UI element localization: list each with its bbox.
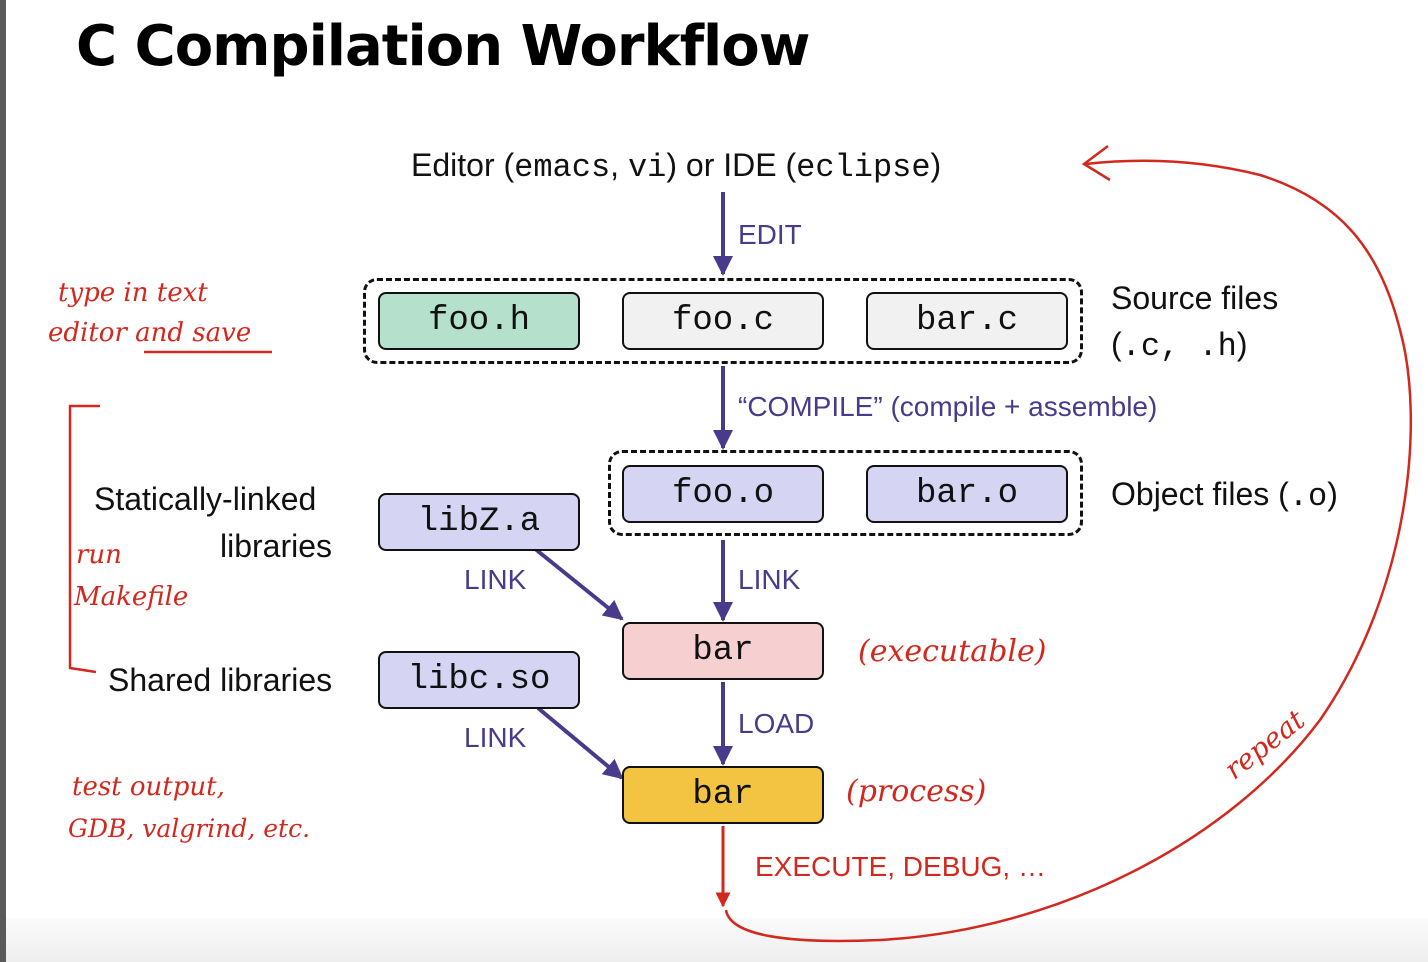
object-files-group: [608, 450, 1083, 536]
source-file-bar-c[interactable]: bar.c: [866, 292, 1068, 350]
link-object-label: LINK: [738, 564, 801, 595]
executable-bar-box[interactable]: bar: [622, 622, 824, 680]
static-library-libz-a[interactable]: libZ.a: [378, 493, 580, 551]
static-libraries-label-2: libraries: [220, 528, 333, 564]
shared-libraries-label: Shared libraries: [108, 662, 333, 698]
annotation-process: (process): [846, 774, 987, 809]
object-file-bar-o[interactable]: bar.o: [866, 465, 1068, 523]
source-files-ext-label: (.c, .h): [1111, 326, 1248, 365]
static-libraries-label-1: Statically-linked: [94, 481, 317, 517]
process-bar-box[interactable]: bar: [622, 766, 824, 824]
bracket-line: [68, 404, 100, 674]
load-label: LOAD: [738, 708, 815, 739]
edit-label: EDIT: [738, 219, 802, 250]
slide-title: C Compilation Workflow: [76, 14, 810, 79]
shared-library-libc-so[interactable]: libc.so: [378, 651, 580, 709]
slide-bottom-strip: [6, 918, 1428, 962]
compile-label: “COMPILE” (compile + assemble): [738, 391, 1158, 422]
execute-label: EXECUTE, DEBUG, …: [755, 851, 1046, 882]
source-file-foo-c[interactable]: foo.c: [622, 292, 824, 350]
vi-text: vi: [627, 149, 667, 186]
editor-label: Editor (emacs, vi) or IDE (eclipse): [411, 147, 942, 186]
eclipse-text: eclipse: [796, 149, 931, 186]
link-shared-arrow: [536, 706, 624, 780]
annotation-makefile: Makefile: [74, 582, 189, 612]
source-file-foo-h[interactable]: foo.h: [378, 292, 580, 350]
repeat-arrowhead: [1081, 145, 1111, 182]
source-files-group: [363, 278, 1083, 364]
annotation-run: run: [76, 540, 122, 570]
annotation-gdb: GDB, valgrind, etc.: [68, 814, 311, 843]
annotation-type-in: type in text: [58, 278, 208, 308]
repeat-loop-arrow: [724, 159, 1413, 943]
object-file-foo-o[interactable]: foo.o: [622, 465, 824, 523]
annotation-executable: (executable): [858, 634, 1047, 669]
annotation-test-output: test output,: [72, 772, 225, 802]
link-static-arrow: [532, 546, 624, 621]
link-static-label: LINK: [464, 564, 527, 595]
emacs-text: emacs: [514, 149, 611, 186]
source-files-label: Source files: [1111, 280, 1279, 316]
window-left-edge: [0, 0, 6, 962]
annotation-editor-save: editor and save: [48, 318, 252, 348]
object-files-label: Object files (.o): [1111, 476, 1338, 515]
link-shared-label: LINK: [464, 722, 527, 753]
